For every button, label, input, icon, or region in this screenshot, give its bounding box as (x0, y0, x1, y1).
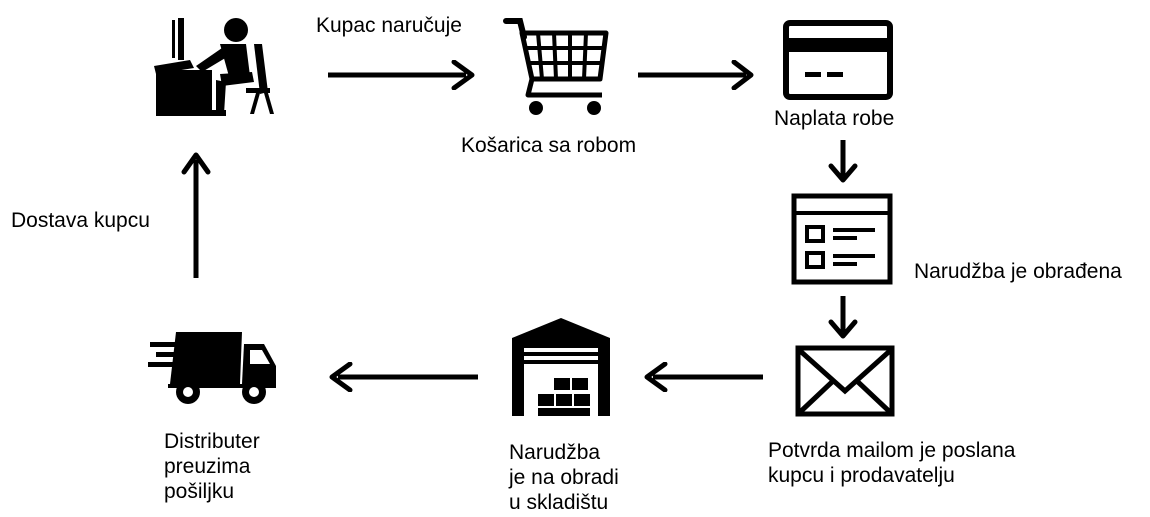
arrow-truck-to-customer (181, 152, 211, 278)
label-distributor-line-2: preuzima (164, 455, 251, 478)
label-warehouse-line-2: je na obradi (509, 466, 619, 489)
credit-card-icon (783, 20, 893, 100)
arrow-cart-to-payment (638, 60, 754, 90)
label-order-processed: Narudžba je obrađena (914, 260, 1122, 283)
label-distributor-line-1: Distributer (164, 430, 260, 453)
label-email-confirmation: Potvrda mailom je poslana kupcu i prodav… (768, 438, 1015, 488)
label-email-line-2: kupcu i prodavatelju (768, 464, 955, 487)
label-warehouse-line-1: Narudžba (509, 441, 601, 464)
arrow-payment-to-processed (828, 140, 858, 183)
order-form-icon (791, 193, 893, 285)
warehouse-icon (512, 318, 610, 416)
arrow-person-to-cart (328, 60, 475, 90)
person-at-computer-icon (154, 18, 274, 116)
label-delivery: Dostava kupcu (11, 209, 150, 232)
label-distributor: Distributer preuzima pošiljku (164, 429, 260, 504)
label-customer-orders: Kupac naručuje (316, 14, 462, 37)
delivery-truck-icon (148, 332, 276, 404)
label-payment: Naplata robe (774, 107, 895, 130)
label-email-line-1: Potvrda mailom je poslana (768, 439, 1016, 462)
label-warehouse: Narudžba je na obradi u skladištu (509, 440, 619, 515)
label-warehouse-line-3: u skladištu (509, 491, 609, 514)
label-cart: Košarica sa robom (461, 134, 637, 157)
arrow-warehouse-to-truck (329, 362, 478, 392)
arrow-processed-to-email (828, 296, 858, 339)
label-distributor-line-3: pošiljku (164, 480, 235, 503)
envelope-icon (795, 345, 895, 417)
shopping-cart-icon (503, 18, 609, 115)
arrow-email-to-warehouse (644, 362, 763, 392)
